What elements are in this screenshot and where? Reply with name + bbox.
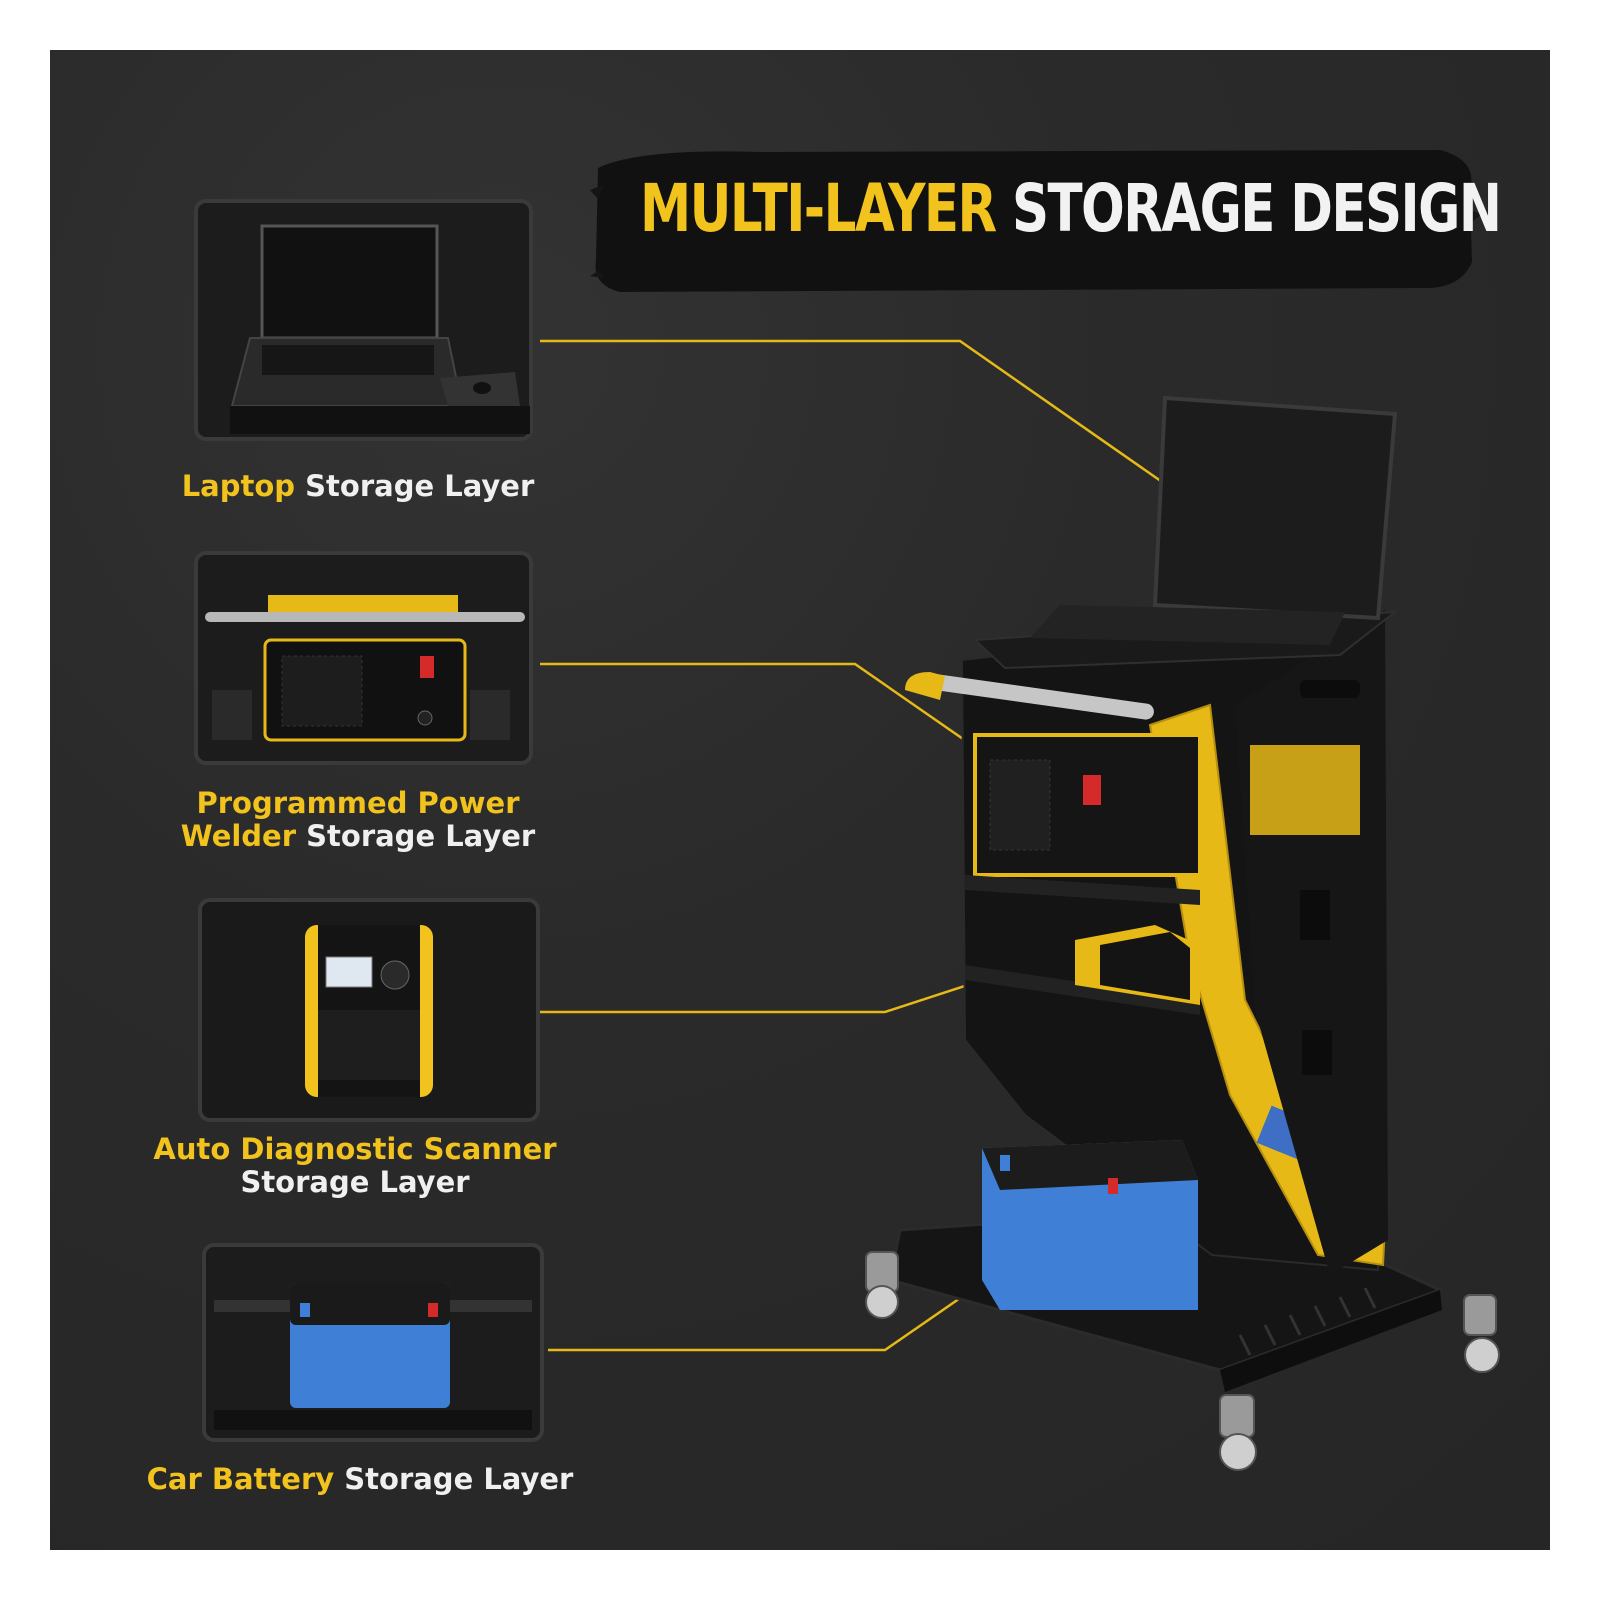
caption-welder-highlight-1: Programmed Power (196, 786, 520, 820)
caption-laptop-highlight: Laptop (181, 469, 296, 503)
caption-scanner-highlight: Auto Diagnostic Scanner (153, 1132, 557, 1166)
page-title: MULTI-LAYER STORAGE DESIGN (640, 176, 1502, 242)
thumbnail-battery (202, 1243, 544, 1442)
title-rest: STORAGE DESIGN (1011, 170, 1502, 247)
thumbnail-welder (194, 551, 533, 765)
caption-battery-layer: Car Battery Storage Layer (145, 1463, 575, 1496)
caption-scanner-rest: Storage Layer (240, 1165, 470, 1199)
tool-cart (865, 395, 1500, 1471)
thumbnail-scanner (198, 898, 540, 1122)
caption-laptop-rest: Storage Layer (305, 469, 535, 503)
brush-banner (590, 150, 1482, 292)
caption-welder-highlight-2: Welder (180, 819, 297, 853)
caption-laptop-layer: Laptop Storage Layer (178, 470, 538, 503)
caption-battery-highlight: Car Battery (146, 1462, 335, 1496)
caption-battery-rest: Storage Layer (344, 1462, 574, 1496)
caption-welder-layer: Programmed Power Welder Storage Layer (178, 787, 538, 853)
caption-scanner-layer: Auto Diagnostic Scanner Storage Layer (150, 1133, 560, 1199)
thumbnail-laptop (194, 199, 533, 441)
caption-welder-rest: Storage Layer (306, 819, 536, 853)
title-highlight: MULTI-LAYER (640, 170, 997, 247)
